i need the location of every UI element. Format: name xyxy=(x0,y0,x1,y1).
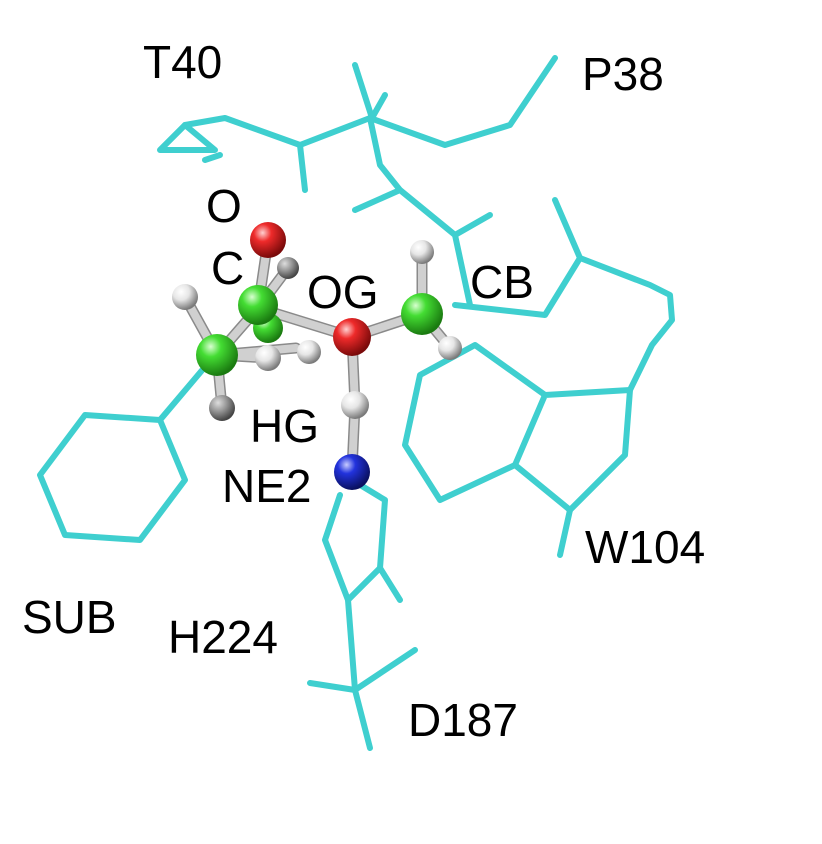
carbon-atom-c xyxy=(238,285,278,325)
hydrogen-atom-hg xyxy=(341,391,369,419)
label-h224: H224 xyxy=(168,611,278,663)
oxygen-atom-og xyxy=(333,318,371,356)
label-ne2: NE2 xyxy=(222,460,311,512)
hydrogen-atom xyxy=(172,284,198,310)
residue-h224-d187 xyxy=(307,477,418,751)
hydrogen-atom-back xyxy=(297,340,321,364)
label-w104: W104 xyxy=(585,521,705,573)
label-hg: HG xyxy=(250,400,319,452)
label-d187: D187 xyxy=(408,694,518,746)
label-og: OG xyxy=(307,266,379,318)
oxygen-atom-o xyxy=(250,222,286,258)
hydrogen-atom-cb xyxy=(410,240,434,264)
label-p38: P38 xyxy=(582,48,664,100)
residue-t40-p38-backbone xyxy=(157,55,558,308)
residue-w104 xyxy=(402,197,675,558)
atoms xyxy=(172,222,462,490)
label-o: O xyxy=(206,180,242,232)
carbon-atom-cb xyxy=(401,293,443,335)
carbon-atom-sub xyxy=(196,334,238,376)
nitrogen-atom-ne2 xyxy=(334,454,370,490)
label-t40: T40 xyxy=(143,36,222,88)
label-c: C xyxy=(211,242,244,294)
label-cb: CB xyxy=(470,256,534,308)
label-sub: SUB xyxy=(22,591,117,643)
residue-sub-ring xyxy=(37,352,218,543)
bond-network xyxy=(179,234,456,476)
atom-and-residue-labels: T40 P38 O C OG CB HG NE2 W104 SUB H224 D… xyxy=(22,36,705,746)
hydrogen-atom-back xyxy=(277,257,299,279)
hydrogen-atom xyxy=(255,345,281,371)
hydrogen-atom-dark xyxy=(209,395,235,421)
hydrogen-atom-cb xyxy=(438,336,462,360)
